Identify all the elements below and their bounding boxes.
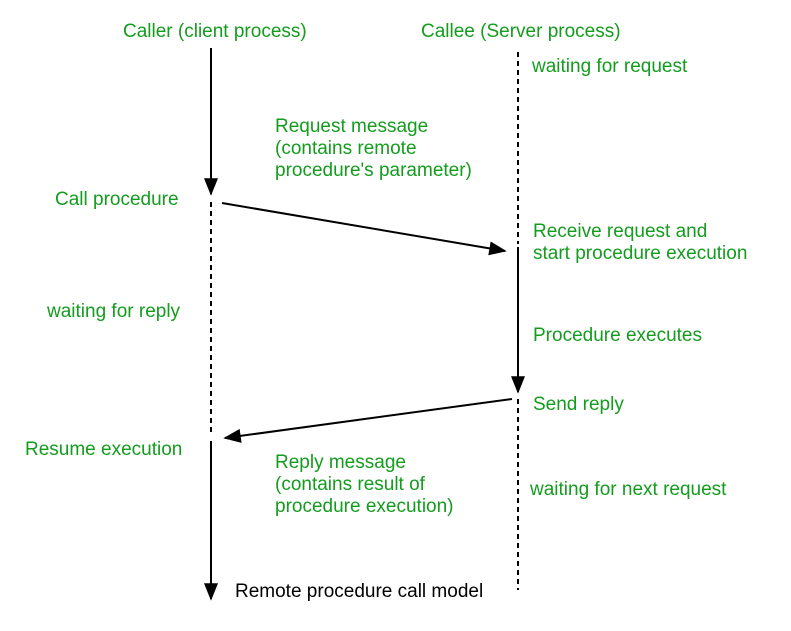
waiting-for-request-label: waiting for request: [532, 56, 688, 77]
send-reply-label: Send reply: [533, 394, 624, 415]
waiting-for-next-request-label: waiting for next request: [530, 479, 727, 500]
procedure-executes-label: Procedure executes: [533, 325, 702, 346]
resume-execution-label: Resume execution: [25, 439, 183, 460]
call-procedure-label: Call procedure: [55, 189, 179, 210]
request-message-arrow: [221, 202, 507, 256]
caller-header-label: Caller (client process): [123, 21, 307, 42]
waiting-for-reply-label: waiting for reply: [47, 301, 181, 322]
receive-request-label: Receive request and start procedure exec…: [533, 221, 748, 264]
request-message-label: Request message (contains remote procedu…: [275, 116, 472, 181]
reply-message-arrow: [223, 398, 513, 443]
diagram-caption: Remote procedure call model: [235, 581, 484, 602]
callee-header-label: Callee (Server process): [421, 21, 621, 42]
reply-message-label: Reply message (contains result of proced…: [275, 452, 454, 517]
